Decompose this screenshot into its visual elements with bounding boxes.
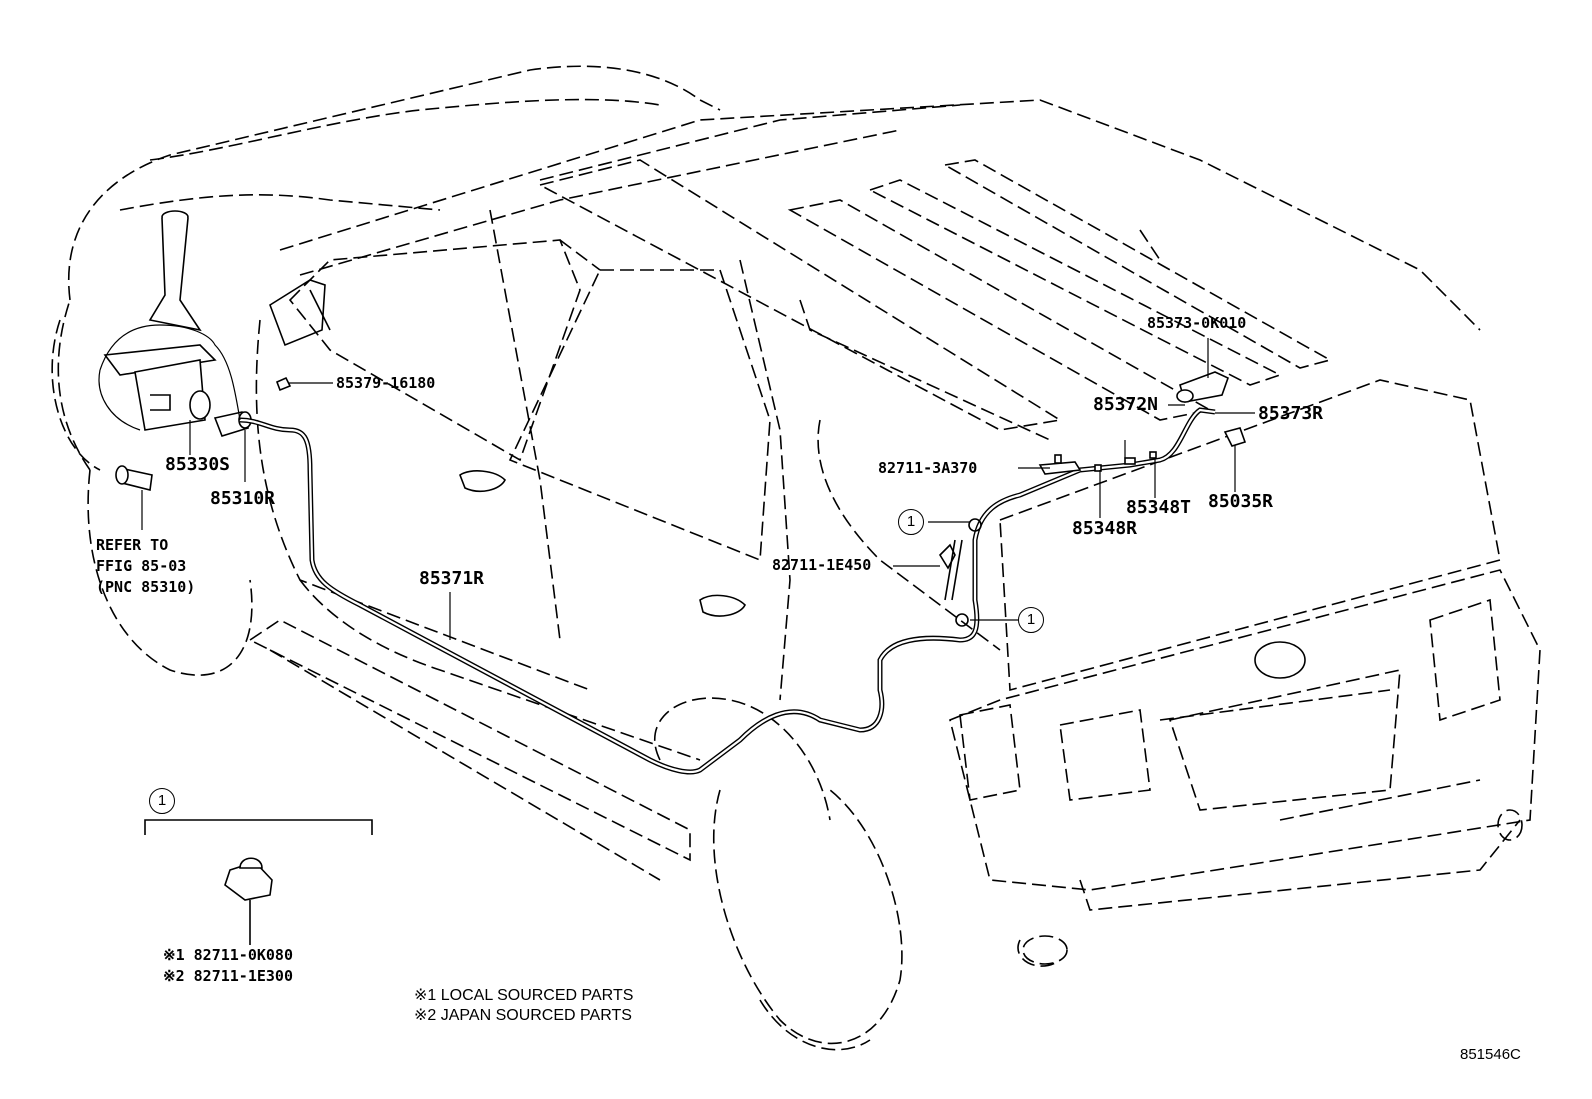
diagram-id: 851546C xyxy=(1460,1046,1521,1063)
washer-hose-85371r xyxy=(98,324,1216,775)
label-85310r: 85310R xyxy=(210,488,276,509)
leader-lines xyxy=(141,338,1255,640)
label-85348r: 85348R xyxy=(1072,518,1138,539)
label-85330s: 85330S xyxy=(165,454,231,475)
callout-circle-lower: 1 xyxy=(1018,607,1044,633)
legend-note-local: ※1 LOCAL SOURCED PARTS xyxy=(414,987,634,1004)
vehicle-body-outline xyxy=(51,65,1541,1051)
label-82711-3a370: 82711-3A370 xyxy=(878,459,978,477)
label-82711-1e450: 82711-1E450 xyxy=(772,556,872,574)
label-85035r: 85035R xyxy=(1208,491,1274,512)
callout-circle-detail: 1 xyxy=(149,788,175,814)
label-85372n: 85372N xyxy=(1093,394,1159,415)
clip-part-label-2: ※2 82711-1E300 xyxy=(163,967,293,985)
washer-tank-assembly xyxy=(103,210,252,491)
refer-note-line1: REFER TO xyxy=(96,536,169,554)
clip-detail xyxy=(144,819,373,945)
refer-note-line3: (PNC 85310) xyxy=(96,578,196,596)
clip-part-label-1: ※1 82711-0K080 xyxy=(163,946,293,964)
refer-note-line2: FFIG 85-03 xyxy=(96,557,187,575)
legend-note-japan: ※2 JAPAN SOURCED PARTS xyxy=(414,1007,632,1024)
label-85373r: 85373R xyxy=(1258,403,1324,424)
label-85373-0k010: 85373-0K010 xyxy=(1147,314,1247,332)
label-85348t: 85348T xyxy=(1126,497,1192,518)
rear-washer-parts xyxy=(275,371,1247,627)
label-85371r: 85371R xyxy=(419,568,485,589)
callout-circle-upper: 1 xyxy=(898,509,924,535)
label-85379-16180: 85379-16180 xyxy=(336,374,436,392)
